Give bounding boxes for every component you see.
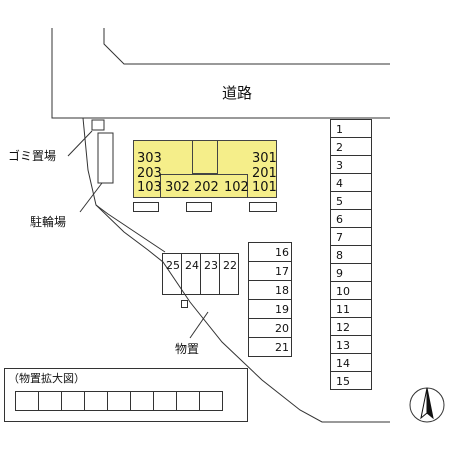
parking-number: 6 bbox=[336, 213, 343, 226]
parking-number: 25 bbox=[166, 259, 180, 272]
parking-number: 8 bbox=[336, 249, 343, 262]
parking-slot: 21 bbox=[248, 337, 292, 357]
parking-number: 19 bbox=[275, 303, 289, 316]
road-boundary-upper bbox=[103, 28, 390, 65]
unit-301: 301 bbox=[252, 151, 277, 166]
building-bottom-row bbox=[160, 174, 248, 198]
parking-slot: 20 bbox=[248, 318, 292, 338]
parking-number: 3 bbox=[336, 159, 343, 172]
parking-slot: 23 bbox=[200, 253, 220, 295]
garbage-station bbox=[91, 119, 105, 131]
parking-slot: 25 bbox=[162, 253, 182, 295]
parking-slot: 18 bbox=[248, 280, 292, 300]
parking-slot: 7 bbox=[330, 227, 372, 246]
parking-slot: 17 bbox=[248, 261, 292, 281]
site-edge-inner bbox=[95, 204, 166, 253]
parking-slot: 2 bbox=[330, 137, 372, 156]
parking-number: 12 bbox=[336, 321, 350, 334]
parking-slot: 12 bbox=[330, 317, 372, 336]
parking-slot: 14 bbox=[330, 353, 372, 372]
building-center-recess bbox=[192, 140, 218, 174]
bicycle-parking-label: 駐輪場 bbox=[30, 215, 67, 229]
road-label: 道路 bbox=[222, 84, 253, 102]
parking-slot: 6 bbox=[330, 209, 372, 228]
parking-slot: 1 bbox=[330, 119, 372, 138]
parking-top: 25 24 23 22 bbox=[162, 253, 239, 295]
parking-slot: 24 bbox=[181, 253, 201, 295]
unit-101: 101 bbox=[252, 180, 277, 195]
parking-number: 14 bbox=[336, 357, 350, 370]
parking-number: 16 bbox=[275, 246, 289, 259]
parking-slot: 16 bbox=[248, 242, 292, 262]
parking-slot: 13 bbox=[330, 335, 372, 354]
north-arrow-icon bbox=[409, 387, 445, 423]
parking-number: 17 bbox=[275, 265, 289, 278]
storage-enlarged-label: （物置拡大図） bbox=[8, 372, 85, 385]
unit-202: 202 bbox=[194, 180, 219, 195]
parking-number: 15 bbox=[336, 375, 350, 388]
garbage-label: ゴミ置場 bbox=[8, 149, 57, 163]
site-edge-diagonal bbox=[82, 117, 390, 423]
balcony-center bbox=[186, 202, 212, 212]
parking-slot: 8 bbox=[330, 245, 372, 264]
unit-302: 302 bbox=[165, 180, 190, 195]
parking-number: 13 bbox=[336, 339, 350, 352]
parking-right: 1 2 3 4 5 6 7 8 9 10 11 12 13 14 15 bbox=[330, 119, 372, 390]
storage-callout-line bbox=[189, 311, 209, 339]
parking-middle: 16 17 18 19 20 21 bbox=[248, 242, 292, 357]
parking-number: 21 bbox=[275, 341, 289, 354]
unit-203: 203 bbox=[137, 166, 162, 181]
parking-number: 11 bbox=[336, 303, 350, 316]
parking-slot: 11 bbox=[330, 299, 372, 318]
parking-number: 1 bbox=[336, 123, 343, 136]
parking-number: 4 bbox=[336, 177, 343, 190]
storage-label: 物置 bbox=[175, 342, 200, 356]
unit-102: 102 bbox=[224, 180, 249, 195]
garbage-callout-line bbox=[67, 130, 93, 157]
bicycle-parking-area bbox=[97, 132, 114, 184]
parking-slot: 5 bbox=[330, 191, 372, 210]
property-boundary-left bbox=[51, 28, 90, 119]
parking-slot: 4 bbox=[330, 173, 372, 192]
parking-slot: 22 bbox=[219, 253, 239, 295]
parking-number: 9 bbox=[336, 267, 343, 280]
parking-number: 2 bbox=[336, 141, 343, 154]
parking-slot: 10 bbox=[330, 281, 372, 300]
bicycle-callout-line bbox=[79, 182, 103, 213]
balcony-left bbox=[133, 202, 159, 212]
storage-enlarged-box: （物置拡大図） bbox=[4, 368, 248, 422]
balcony-right bbox=[249, 202, 277, 212]
parking-slot: 15 bbox=[330, 371, 372, 390]
parking-number: 22 bbox=[223, 259, 237, 272]
parking-number: 10 bbox=[336, 285, 350, 298]
unit-201: 201 bbox=[252, 166, 277, 181]
parking-number: 7 bbox=[336, 231, 343, 244]
parking-slot: 9 bbox=[330, 263, 372, 282]
unit-303: 303 bbox=[137, 151, 162, 166]
parking-slot: 19 bbox=[248, 299, 292, 319]
storage-enlarged-units bbox=[15, 391, 223, 411]
parking-number: 24 bbox=[185, 259, 199, 272]
parking-slot: 3 bbox=[330, 155, 372, 174]
parking-number: 23 bbox=[204, 259, 218, 272]
parking-number: 5 bbox=[336, 195, 343, 208]
unit-103: 103 bbox=[137, 180, 162, 195]
parking-number: 20 bbox=[275, 322, 289, 335]
parking-number: 18 bbox=[275, 284, 289, 297]
